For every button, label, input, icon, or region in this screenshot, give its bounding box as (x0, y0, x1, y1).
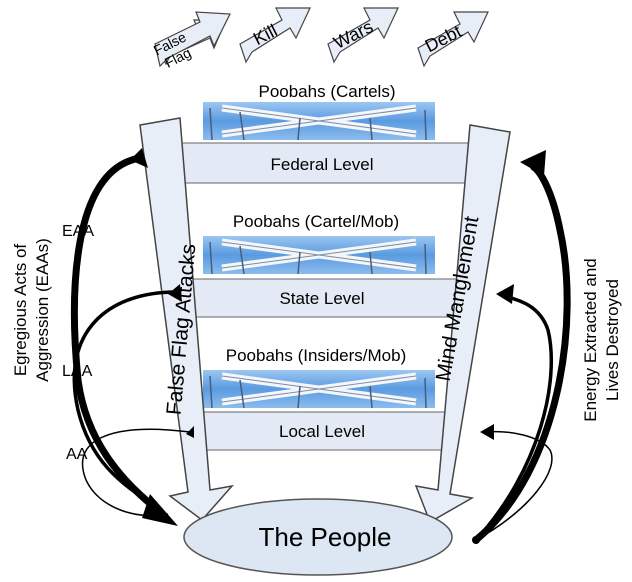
top-arrow-debt-label: Debt (422, 21, 465, 56)
state-level-label: State Level (279, 289, 364, 308)
top-arrow-shape (417, 11, 489, 68)
left-aggression-arrows (70, 148, 194, 526)
laa-arrow-line (72, 290, 177, 508)
poobah-bar-local (203, 370, 435, 409)
top-arrow-debt: Debt (417, 11, 489, 68)
top-arrow-false-flag: False Flag (151, 11, 231, 71)
state-level-box (175, 278, 461, 318)
funnel-arrow-shape (414, 124, 511, 524)
funnel-arrow-shape (139, 117, 234, 522)
eaa-label: EAA (62, 223, 94, 240)
false-flag-funnel-arrow: False Flag Attacks (139, 117, 234, 522)
top-arrow-wars: Wars (327, 7, 399, 64)
laa-label: LAA (62, 363, 93, 380)
federal-level-label: Federal Level (270, 155, 373, 174)
poobahs-federal-label: Poobahs (Cartels) (258, 82, 395, 101)
egregious-acts-title-line1: Egregious Acts of (11, 244, 30, 377)
aa-label: AA (66, 446, 88, 463)
the-people-label: The People (259, 522, 392, 552)
right-extraction-arrows (472, 150, 571, 544)
mind-manglement-funnel-arrow: Mind Manglement (414, 124, 511, 524)
top-arrow-shape (327, 7, 399, 64)
top-arrow-kill: Kill (239, 7, 311, 64)
local-level-label: Local Level (279, 422, 365, 441)
egregious-acts-title-line2: Aggression (EAAs) (33, 238, 52, 382)
poobahs-state-label: Poobahs (Cartel/Mob) (233, 212, 399, 231)
energy-extracted-title-line1: Energy Extracted and (581, 258, 600, 421)
energy-arrow-thin (475, 430, 553, 541)
local-level-box (191, 411, 451, 451)
the-people-ellipse (183, 498, 453, 576)
energy-arrow-medium (474, 294, 554, 542)
poobahs-local-label: Poobahs (Insiders/Mob) (226, 346, 406, 365)
energy-extracted-title-line2: Lives Destroyed (603, 279, 622, 401)
poobah-bar-state (203, 236, 435, 275)
top-arrow-wars-label: Wars (330, 16, 376, 53)
aa-arrow-line (81, 428, 191, 517)
poobah-bar-federal (203, 102, 435, 141)
federal-level-box (159, 142, 473, 184)
energy-arrow-thick (473, 162, 571, 543)
top-arrow-shape (239, 7, 311, 64)
